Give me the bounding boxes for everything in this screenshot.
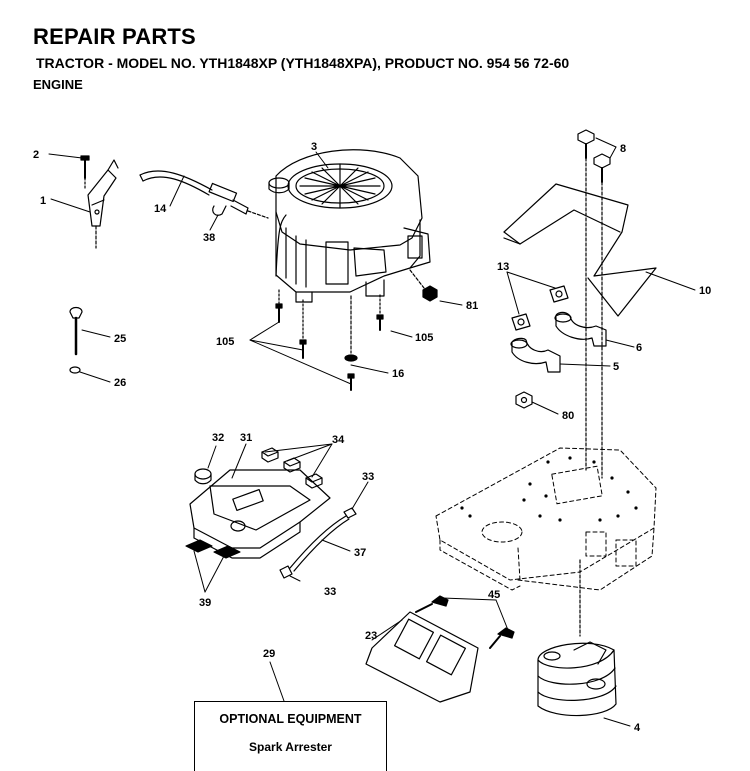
callout-5: 5	[613, 361, 619, 373]
chassis-frame	[435, 447, 657, 591]
callout-16: 16	[392, 368, 404, 380]
breather-hose-part-37	[289, 515, 350, 572]
callout-29: 29	[263, 648, 275, 660]
callout-34: 34	[332, 434, 345, 446]
callout-6: 6	[636, 342, 642, 354]
gasket-part-13	[511, 285, 569, 331]
bolt-105-left	[275, 289, 283, 323]
muffler-part-4	[537, 559, 617, 717]
engine-part	[268, 149, 431, 303]
screw-part-2	[80, 155, 90, 191]
callout-105-right: 105	[415, 332, 433, 344]
model-subtitle: TRACTOR - MODEL NO. YTH1848XP (YTH1848XP…	[36, 55, 570, 71]
callout-2: 2	[33, 149, 39, 161]
throttle-bracket-part	[87, 159, 119, 249]
callout-80: 80	[562, 410, 574, 422]
bolt-part-8-a	[577, 129, 595, 471]
optional-equipment-item: Spark Arrester	[249, 740, 332, 754]
chassis-holes	[460, 456, 638, 522]
spacer-part-34	[261, 447, 323, 489]
fuel-clamp-part	[212, 205, 227, 216]
callout-45: 45	[488, 589, 500, 601]
callout-26: 26	[114, 377, 126, 389]
exhaust-pipe-part-5	[510, 337, 561, 373]
page-title: REPAIR PARTS	[33, 24, 196, 49]
pad-part-39	[185, 539, 241, 559]
nut-81-part	[409, 269, 438, 302]
part-callouts: 2 1 14 3 38 81 105 105 16 25 26 8 10 13 …	[33, 141, 711, 734]
bolt-part-45	[415, 595, 515, 649]
foam-part-32	[194, 468, 212, 485]
callout-105-left: 105	[216, 336, 234, 348]
callout-23: 23	[365, 630, 377, 642]
dipstick-part-25	[69, 306, 83, 356]
callout-32: 32	[212, 432, 224, 444]
callout-81: 81	[466, 300, 478, 312]
callout-14: 14	[154, 203, 167, 215]
callout-33-top: 33	[362, 471, 374, 483]
callout-25: 25	[114, 333, 126, 345]
washer-part-26	[69, 366, 81, 374]
bolt-105-right	[376, 294, 384, 331]
fuel-line-part	[139, 170, 269, 219]
washer-16-part	[344, 295, 358, 391]
callout-1: 1	[40, 195, 46, 207]
clamp-part-33	[279, 507, 357, 579]
spark-arrester-screen-part-23	[365, 611, 479, 703]
air-cleaner-cover-part-31	[189, 469, 331, 559]
callout-8: 8	[620, 143, 626, 155]
callout-37: 37	[354, 547, 366, 559]
optional-equipment-heading: OPTIONAL EQUIPMENT	[219, 712, 362, 726]
exhaust-pipe-part-6	[554, 311, 607, 347]
section-title: ENGINE	[33, 77, 83, 92]
leader-lines	[48, 137, 696, 727]
bolt-105-center	[299, 299, 307, 359]
heat-shield-part-10	[503, 183, 657, 317]
callout-4: 4	[634, 722, 641, 734]
bolt-part-8-b	[593, 153, 611, 479]
callout-31: 31	[240, 432, 252, 444]
callout-3: 3	[311, 141, 317, 153]
callout-39: 39	[199, 597, 211, 609]
callout-33-bottom: 33	[324, 586, 336, 598]
callout-13: 13	[497, 261, 509, 273]
optional-equipment-box: OPTIONAL EQUIPMENT Spark Arrester	[194, 701, 387, 771]
callout-38: 38	[203, 232, 215, 244]
nut-part-80	[515, 391, 533, 409]
callout-10: 10	[699, 285, 711, 297]
